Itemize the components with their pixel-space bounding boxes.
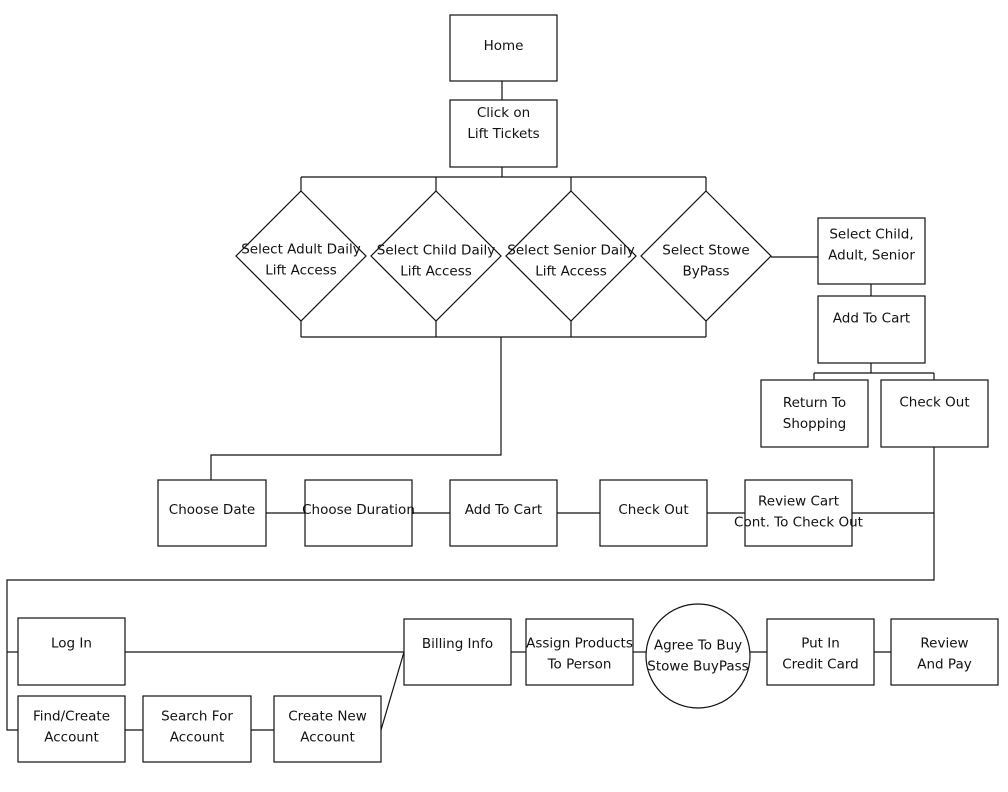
node-home: Home xyxy=(449,14,558,82)
node-label: Choose Duration xyxy=(302,502,415,518)
node-label: Credit Card xyxy=(782,657,858,673)
decision-diamond xyxy=(640,190,772,322)
node-return-to-shopping: Return To Shopping xyxy=(760,379,869,448)
node-label: Check Out xyxy=(618,502,688,518)
node-label: Choose Date xyxy=(169,502,255,518)
agreement-circle xyxy=(645,603,751,709)
node-label: Select Stowe xyxy=(662,243,749,259)
process-box xyxy=(599,479,708,547)
node-label: Put In xyxy=(801,636,840,652)
node-label: And Pay xyxy=(917,657,971,673)
node-label: Account xyxy=(44,730,99,746)
connector xyxy=(6,447,935,731)
process-box xyxy=(760,379,869,448)
node-label: Agree To Buy xyxy=(654,638,742,654)
connector-lines xyxy=(6,81,935,731)
node-label: Select Adult Daily xyxy=(241,242,361,258)
node-label: Search For xyxy=(161,709,233,725)
process-box xyxy=(449,479,558,547)
node-assign-products: Assign Products To Person xyxy=(525,618,634,686)
node-label: Assign Products xyxy=(526,636,633,652)
node-label: Lift Access xyxy=(265,263,337,279)
decision-diamond xyxy=(235,190,367,322)
node-label: Return To xyxy=(783,395,846,411)
node-label: Lift Tickets xyxy=(467,126,539,142)
process-box xyxy=(880,379,989,448)
process-box xyxy=(142,695,252,763)
node-label: Shopping xyxy=(783,416,846,432)
node-label: Cont. To Check Out xyxy=(734,515,863,531)
node-add-to-cart: Add To Cart xyxy=(449,479,558,547)
process-box xyxy=(744,479,853,547)
process-box xyxy=(525,618,634,686)
node-label: Find/Create xyxy=(33,709,110,725)
node-choose-duration: Choose Duration xyxy=(302,479,415,547)
process-box xyxy=(157,479,267,547)
process-box xyxy=(304,479,413,547)
node-label: Review Cart xyxy=(758,494,839,510)
connector xyxy=(210,337,502,480)
process-box xyxy=(273,695,382,763)
node-add-to-cart-bypass: Add To Cart xyxy=(817,295,926,364)
node-label: Adult, Senior xyxy=(828,248,915,264)
node-label: Home xyxy=(484,38,524,54)
node-label: Billing Info xyxy=(422,636,493,652)
node-label: Select Child Daily xyxy=(377,243,495,259)
node-label: Click on xyxy=(477,105,530,121)
node-label: Account xyxy=(170,730,225,746)
process-box xyxy=(890,618,999,686)
node-billing-info: Billing Info xyxy=(403,618,512,686)
decision-diamond xyxy=(370,190,502,322)
node-label: Select Senior Daily xyxy=(507,243,634,259)
node-label: Lift Access xyxy=(400,264,472,280)
connector xyxy=(380,651,405,731)
node-label: Review xyxy=(920,636,968,652)
process-box xyxy=(17,695,126,763)
decision-diamond xyxy=(505,190,637,322)
node-choose-date: Choose Date xyxy=(157,479,267,547)
node-check-out: Check Out xyxy=(599,479,708,547)
node-put-in-credit-card: Put In Credit Card xyxy=(766,618,875,686)
process-box xyxy=(403,618,512,686)
process-box xyxy=(449,14,558,82)
node-label: Select Child, xyxy=(829,227,913,243)
node-label: Check Out xyxy=(899,395,969,411)
node-label: Log In xyxy=(51,636,92,652)
node-label: Add To Cart xyxy=(833,311,910,327)
process-box xyxy=(817,217,926,285)
node-click-lift-tickets: Click on Lift Tickets xyxy=(449,99,558,168)
node-label: Stowe BuyPass xyxy=(647,659,748,675)
node-label: Create New xyxy=(288,709,367,725)
node-select-child-adult-senior: Select Child, Adult, Senior xyxy=(817,217,926,285)
process-box xyxy=(449,99,558,168)
node-check-out-bypass: Check Out xyxy=(880,379,989,448)
node-label: Add To Cart xyxy=(465,502,542,518)
node-label: To Person xyxy=(547,657,612,673)
process-box xyxy=(17,617,126,686)
node-log-in: Log In xyxy=(17,617,126,686)
node-label: Lift Access xyxy=(535,264,607,280)
process-box xyxy=(817,295,926,364)
process-box xyxy=(766,618,875,686)
node-label: ByPass xyxy=(682,264,729,280)
node-label: Account xyxy=(300,730,355,746)
